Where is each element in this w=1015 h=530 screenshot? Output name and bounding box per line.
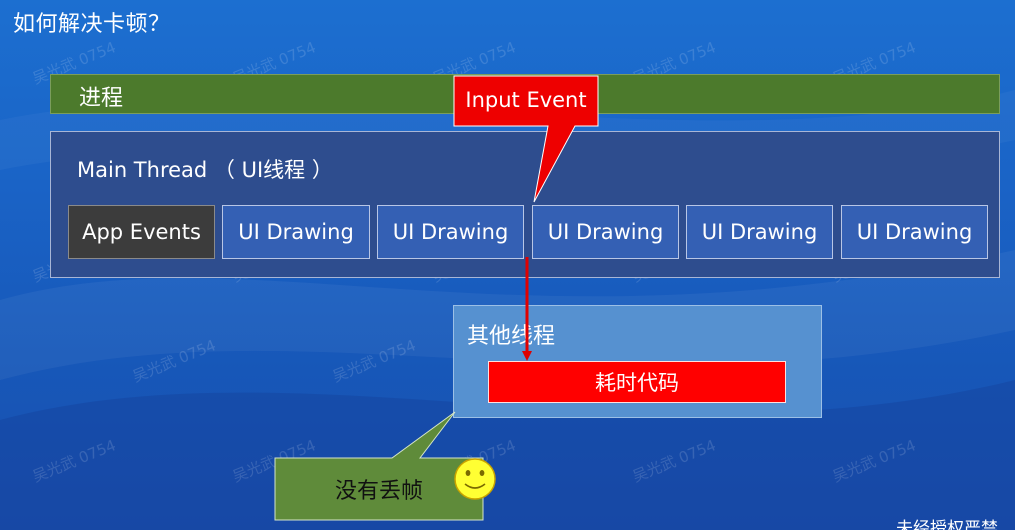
no-drop-label: 没有丢帧 — [334, 479, 423, 504]
process-label: 进程 — [79, 86, 124, 111]
main-thread-label: Main Thread （ UI线程 ） — [77, 158, 333, 182]
ui-drawing-segment: UI Drawing — [532, 205, 679, 259]
other-thread-label: 其他线程 — [467, 324, 556, 349]
copyright-note: 未经授权严禁 — [896, 519, 998, 530]
slide-title: 如何解决卡顿？ — [13, 12, 171, 37]
input-event-label: Input Event — [465, 88, 587, 112]
ui-drawing-segment: UI Drawing — [222, 205, 370, 259]
other-thread-box: 其他线程 耗时代码 — [453, 305, 822, 418]
ui-drawing-segment: UI Drawing — [686, 205, 833, 259]
main-thread-box: Main Thread （ UI线程 ） App Events UI Drawi… — [50, 131, 1000, 278]
ui-drawing-segment: UI Drawing — [377, 205, 524, 259]
slow-code-task: 耗时代码 — [488, 361, 786, 403]
app-events-segment: App Events — [68, 205, 215, 259]
ui-drawing-segment: UI Drawing — [841, 205, 988, 259]
